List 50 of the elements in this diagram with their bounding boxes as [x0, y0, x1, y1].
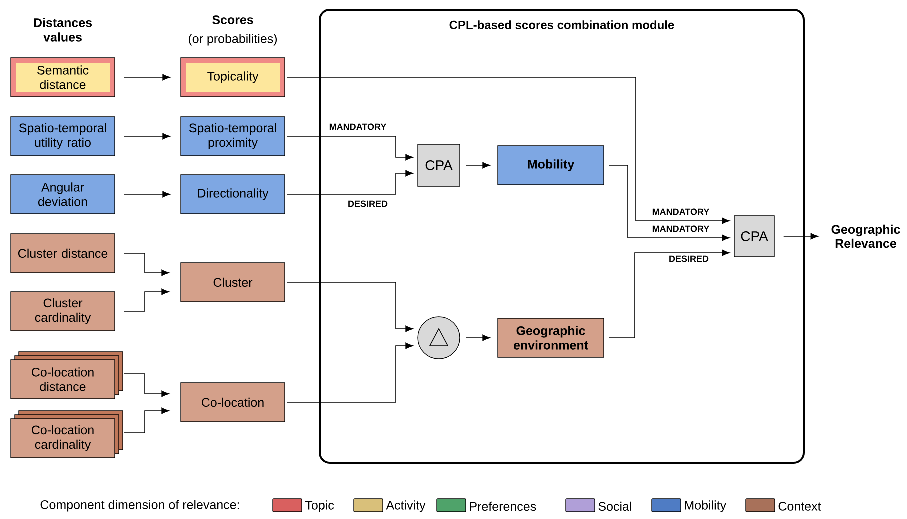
legend-label: Preferences	[470, 502, 536, 512]
score-box: Angular deviation	[10, 174, 116, 214]
legend-label: Activity	[386, 500, 426, 512]
arrow	[124, 191, 170, 198]
legend-label: Topic	[306, 500, 334, 512]
column-heading: Distances values	[34, 18, 92, 42]
score-box: Topicality	[180, 58, 286, 98]
arrow	[124, 133, 170, 140]
edge-label: DESIRED	[347, 200, 389, 208]
score-box: Semantic distance	[10, 58, 116, 98]
result-box: Mobility	[498, 146, 604, 186]
cpa-box: CPA	[734, 216, 775, 258]
triangle-operator-circle	[418, 316, 460, 360]
result-box: Geographic environment	[498, 318, 604, 358]
arrow	[124, 288, 170, 312]
score-box: Cluster cardinality	[10, 292, 116, 332]
cpa-box: CPA	[418, 144, 460, 187]
score-box: Spatio-temporal proximity	[180, 116, 286, 156]
arrow	[608, 165, 730, 242]
arrow	[286, 342, 414, 403]
output-text: Geographic Relevance	[832, 224, 900, 248]
arrow	[286, 282, 414, 332]
stacked-box: Co-location distance	[10, 352, 124, 400]
edge-label: MANDATORY	[651, 208, 711, 216]
score-box: Cluster	[180, 262, 286, 302]
arrow	[466, 334, 490, 342]
arrow	[466, 162, 490, 169]
legend-title: Component dimension of relevance:	[40, 500, 240, 512]
score-box: Spatio-temporal utility ratio	[10, 116, 116, 156]
arrow	[124, 374, 170, 398]
score-box: Co-location	[180, 382, 286, 422]
arrow	[286, 136, 414, 161]
arrow	[608, 250, 730, 338]
arrow	[124, 74, 170, 81]
edge-label: MANDATORY	[651, 224, 711, 234]
legend-label: Mobility	[685, 500, 727, 512]
score-box: Directionality	[180, 174, 286, 214]
column-heading: Scores	[212, 16, 254, 24]
legend-label: Context	[778, 502, 822, 511]
arrow	[286, 170, 414, 195]
edge-label: MANDATORY	[328, 122, 388, 132]
arrow	[286, 77, 730, 224]
legend-label: Social	[598, 502, 632, 512]
arrow	[124, 253, 170, 276]
score-box: Cluster distance	[10, 234, 116, 274]
column-subheading: (or probabilities)	[188, 34, 277, 46]
arrow	[124, 408, 170, 434]
edge-label: DESIRED	[668, 254, 710, 264]
arrow	[783, 233, 819, 240]
stacked-box: Co-location cardinality	[10, 410, 124, 458]
